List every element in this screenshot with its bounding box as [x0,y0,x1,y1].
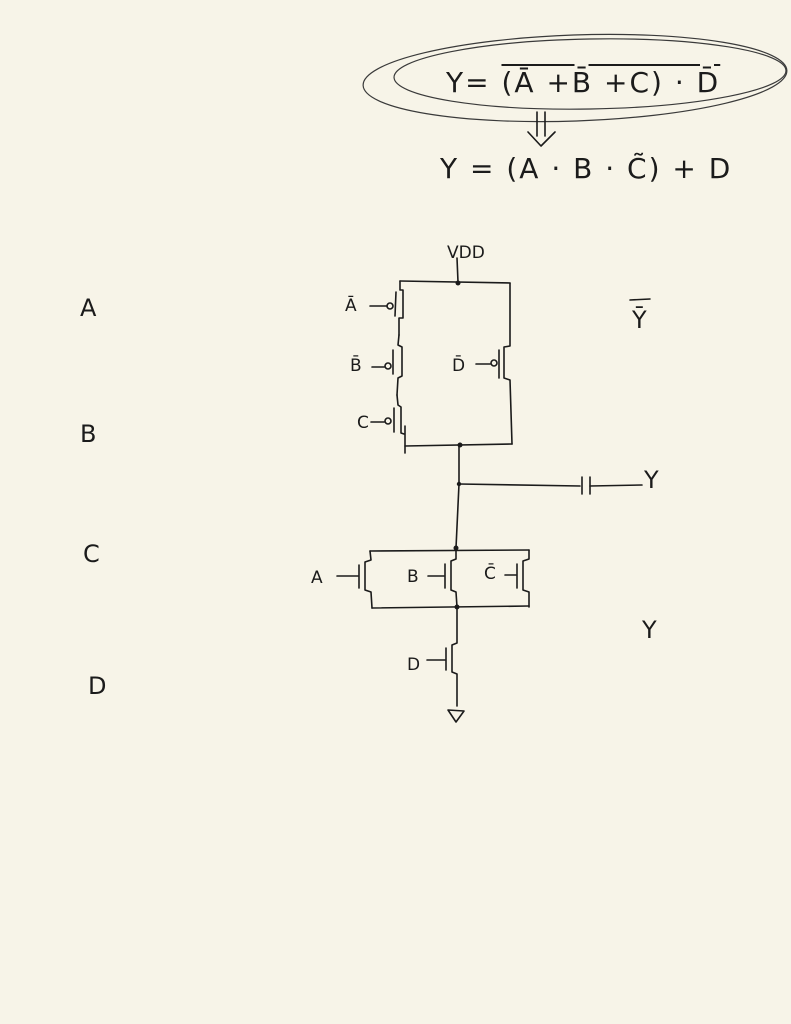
pmos-d-bar-label: D̄ [452,356,466,376]
input-label-b: B [80,420,97,448]
output-wire [456,444,643,495]
implies-arrow [527,111,556,147]
pmos-b-bar-bubble [384,362,392,370]
nmos-b-label: B [407,567,419,587]
pmos-c-bubble [384,417,392,425]
y-bar-overline [629,298,651,301]
pmos-c-label: C [357,413,369,433]
equation-top: Y= (Ā +B̄ +C) · D̄ [446,66,720,99]
pmos-network [369,257,513,454]
output-label-y-bar: Ȳ [632,306,647,334]
equation-bottom: Y = (A · B · C̃) + D [440,152,733,185]
input-label-c: C [83,540,100,568]
nmos-network [336,483,530,723]
nmos-a-label: A [311,568,323,588]
equation-top-lhs: Y= [446,66,491,99]
ground-symbol [447,709,465,723]
equation-top-body: (Ā +B̄ +C) · D̄ [501,66,721,99]
pmos-b-bar-label: B̄ [350,356,362,376]
pmos-d-bar-bubble [490,359,498,367]
nmos-d-label: D [407,655,421,675]
equation-circle [362,33,788,123]
output-label-y: Y [644,466,659,494]
pmos-a-bar-bubble [386,302,394,310]
output-label-y-lower: Y [642,616,657,644]
input-label-a: A [80,294,97,322]
input-label-d: D [88,672,107,700]
nmos-c-bar-label: C̄ [484,564,496,584]
pmos-a-bar-label: Ā [345,296,357,316]
